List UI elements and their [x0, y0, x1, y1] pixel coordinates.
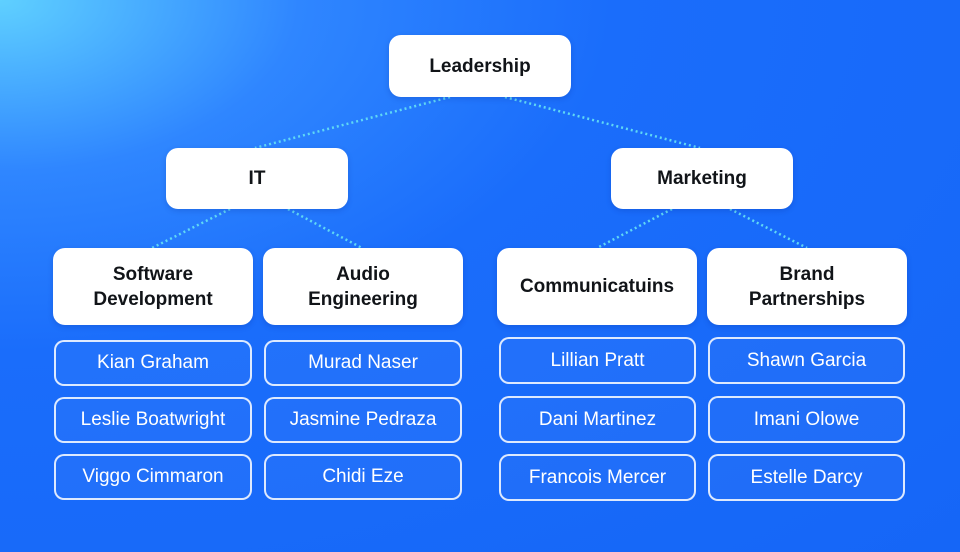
member-name: Shawn Garcia: [746, 349, 867, 371]
member-card: Chidi Eze: [264, 454, 462, 500]
node-brand-partnerships: Brand Partnerships: [707, 248, 907, 325]
member-name: Murad Naser: [308, 352, 418, 373]
connector-marketing-communications: [596, 207, 673, 250]
node-leadership-label: Leadership: [429, 55, 531, 77]
member-name: Kian Graham: [97, 352, 209, 373]
node-it-label: IT: [248, 168, 266, 189]
member-name: Jasmine Pedraza: [289, 409, 437, 430]
member-card: Francois Mercer: [499, 454, 696, 501]
node-marketing: Marketing: [611, 148, 793, 209]
member-name: Chidi Eze: [322, 466, 404, 487]
member-card: Estelle Darcy: [708, 454, 905, 501]
node-leadership: Leadership: [389, 35, 571, 97]
team-label-line: Software: [112, 263, 194, 285]
connector-marketing-brand: [729, 207, 808, 250]
connector-leadership-it: [254, 95, 451, 150]
team-label-line: Partnerships: [748, 288, 866, 310]
connector-leadership-marketing: [504, 95, 701, 150]
member-card: Dani Martinez: [499, 396, 696, 443]
member-card: Murad Naser: [264, 340, 462, 386]
connector-it-audio: [287, 207, 363, 250]
node-it: IT: [166, 148, 348, 209]
member-name: Dani Martinez: [538, 408, 657, 430]
member-card: Shawn Garcia: [708, 337, 905, 384]
member-name: Imani Olowe: [753, 408, 860, 430]
member-name: Lillian Pratt: [550, 349, 645, 371]
team-label-line: Development: [93, 288, 213, 310]
member-card: Lillian Pratt: [499, 337, 696, 384]
team-label-line: Communicatuins: [519, 276, 675, 297]
node-communications: Communicatuins: [497, 248, 697, 325]
member-card: Kian Graham: [54, 340, 252, 386]
member-card: Leslie Boatwright: [54, 397, 252, 443]
team-label-line: Engineering: [308, 288, 418, 310]
node-audio-engineering: Audio Engineering: [263, 248, 463, 325]
member-card: Viggo Cimmaron: [54, 454, 252, 500]
connector-it-software: [151, 207, 231, 250]
node-software-development: Software Development: [53, 248, 253, 325]
member-name: Francois Mercer: [528, 466, 667, 488]
member-card: Jasmine Pedraza: [264, 397, 462, 443]
member-name: Estelle Darcy: [750, 466, 863, 488]
team-label-line: Brand: [779, 263, 835, 285]
node-marketing-label: Marketing: [657, 168, 747, 189]
team-label-line: Audio: [336, 263, 390, 285]
member-name: Leslie Boatwright: [80, 409, 226, 430]
member-card: Imani Olowe: [708, 396, 905, 443]
member-name: Viggo Cimmaron: [82, 466, 224, 487]
